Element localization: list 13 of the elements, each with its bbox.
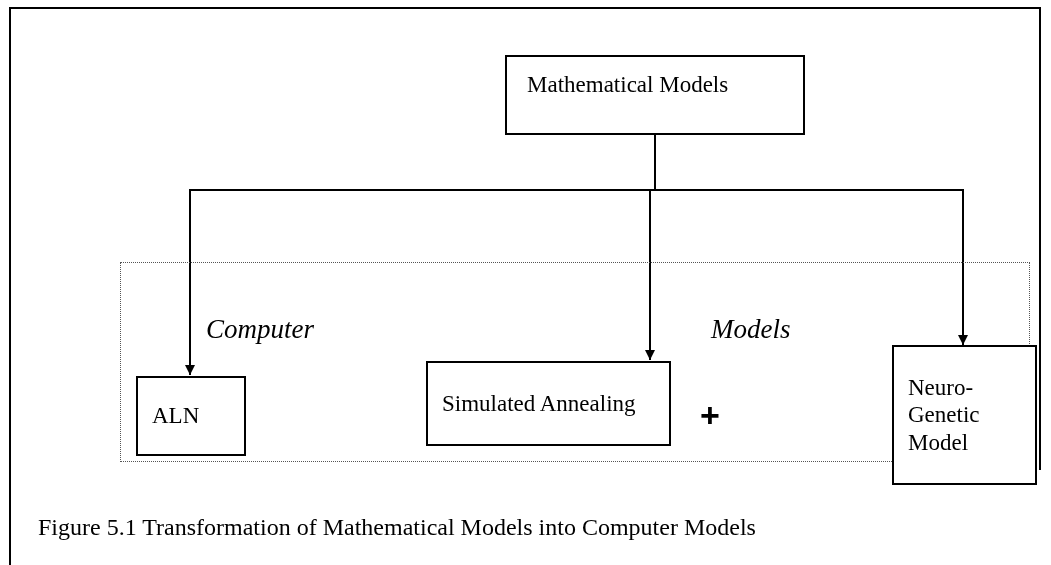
plus-sign: + [700,398,720,432]
process-box [136,376,246,456]
group-frame [120,262,1030,462]
process-box [426,361,671,446]
figure-caption: Figure 5.1 Transformation of Mathematical Models into Computer Models [38,514,756,541]
node-label: Simulated Annealing [442,389,637,418]
node-label: Neuro-Genetic Model [908,373,981,457]
group-label: Computer [206,313,314,346]
process-box [505,55,805,135]
process-box [892,345,1037,485]
node-label: ALN [152,402,201,430]
node-label: Mathematical Models [527,71,730,99]
group-label: Models [711,313,791,346]
